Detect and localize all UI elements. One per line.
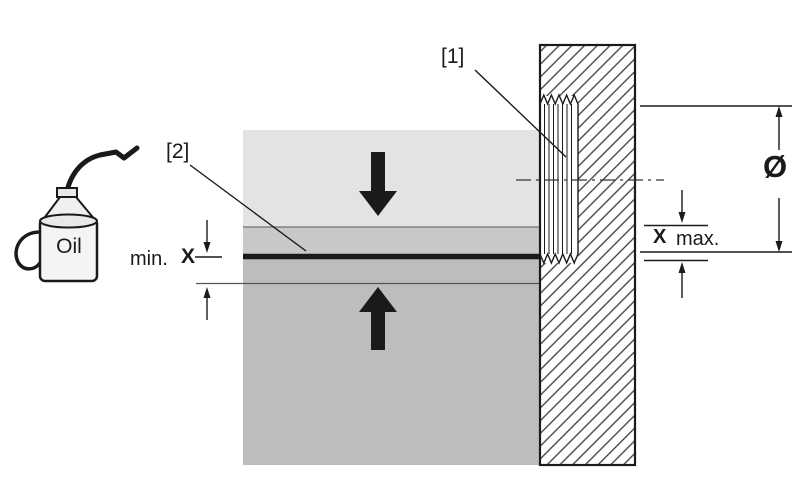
leader-line-1 (474, 69, 567, 158)
thread-section (539, 93, 579, 265)
oil-can-top (39, 213, 98, 229)
min-x-label: X (181, 245, 196, 268)
oil-can-neck (56, 187, 78, 198)
max-x-label: X (653, 226, 667, 248)
material-blocks (196, 130, 540, 465)
diameter-symbol: Ø (763, 149, 788, 184)
max-label: max. (676, 228, 720, 250)
dimension-x-max (644, 190, 708, 298)
lower-block (243, 259, 540, 465)
middle-band (243, 227, 540, 254)
bar-outline (538, 43, 637, 467)
force-arrow-up (359, 287, 397, 350)
leader-line-2 (189, 164, 307, 252)
leader-lines (189, 69, 567, 252)
callout-2-label: [2] (166, 140, 190, 163)
dimension-diameter (640, 105, 792, 253)
force-arrow-down (359, 152, 397, 216)
oil-can (14, 145, 140, 283)
callout-1-label: [1] (441, 45, 465, 68)
dimension-min-x (195, 220, 222, 320)
force-arrows (359, 152, 397, 350)
oil-can-label: Oil (56, 235, 82, 258)
threaded-bar (516, 43, 664, 467)
oil-can-spout (63, 145, 140, 199)
upper-block (243, 130, 540, 227)
min-label: min. (130, 248, 168, 270)
oil-can-handle (14, 230, 42, 271)
